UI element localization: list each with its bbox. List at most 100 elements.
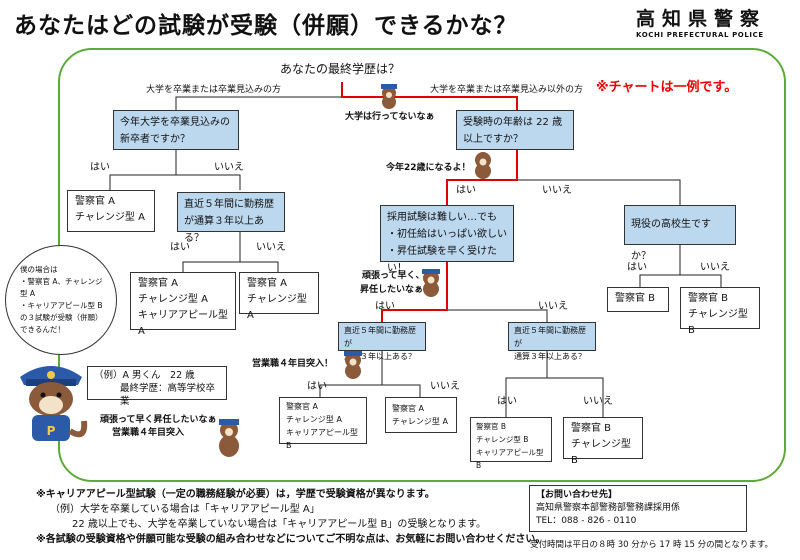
line-b: [176, 174, 241, 190]
speech-bubble: 僕の場合は ・警察官 A、チャレンジ型 A ・キャリアアピール型 B の３試験が…: [5, 245, 117, 355]
line-d: [240, 261, 279, 272]
result-7-line1: 警察官 B: [571, 423, 612, 434]
result-9-line1: 警察官 B: [688, 293, 729, 304]
logo-jp: 高知県警察: [636, 8, 767, 30]
caption-age22: 今年22歳になるよ！: [386, 163, 471, 173]
q-work-right-line1: 直近５年間に勤務歴が: [514, 326, 586, 348]
result-1-line1: 警察官 A: [75, 196, 116, 207]
q-work-history-right: 直近５年間に勤務歴が 通算３年以上ある？: [508, 322, 596, 361]
note-2: （例）大学を卒業している場合は「キャリアアピール型 A」: [50, 504, 320, 515]
q-work-history-mid: 直近５年間に勤務歴が 通算３年以上ある？: [338, 322, 426, 361]
result-4-line1: 警察官 A: [286, 402, 319, 411]
caption-mascot-2: 営業職４年目突入: [112, 428, 185, 438]
result-6-line3: キャリアアピール型 B: [476, 448, 544, 470]
result-9-line2: チャレンジ型 B: [688, 309, 748, 336]
result-5-line1: 警察官 A: [392, 404, 425, 413]
q-highschool: 現役の高校生ですか？: [624, 205, 736, 262]
result-box-9: 警察官 B チャレンジ型 B: [680, 287, 760, 336]
result-4-line2: チャレンジ型 A: [286, 415, 342, 424]
line-g: [680, 274, 722, 287]
result-box-6: 警察官 B チャレンジ型 B キャリアアピール型 B: [470, 417, 552, 470]
otter-mascot-icon: [422, 269, 440, 297]
caption-promotion-2: 昇任したいなぁ！: [360, 285, 433, 295]
caption-work-4yrs: 営業職４年目突入！: [252, 359, 334, 369]
otter-mascot-icon: [381, 84, 397, 109]
note-1: ※キャリアアピール型試験（一定の職務経験が必要）は，学歴で受験資格が異なります。: [36, 489, 435, 500]
bubble-line4: の３試験が受験（併願）: [20, 313, 103, 322]
result-box-3: 警察官 A チャレンジ型 A: [239, 272, 319, 321]
label-yes-2: はい: [170, 242, 190, 253]
footnotes: ※キャリアアピール型試験（一定の職務経験が必要）は，学歴で受験資格が異なります。…: [36, 487, 545, 547]
line-a: [109, 150, 177, 190]
note-3: 22 歳以上でも、大学を卒業していない場合は「キャリアアピール型 B」の受験とな…: [72, 519, 487, 530]
q-work-mid-line2: 通算３年以上ある？: [344, 352, 416, 361]
example-note: ※チャートは一例です。: [596, 80, 738, 95]
logo-en: KOCHI PREFECTURAL POLICE: [636, 31, 764, 39]
caption-no-university: 大学は行ってないなぁ: [345, 112, 435, 122]
result-box-4: 警察官 A チャレンジ型 A キャリアアピール型 B: [279, 397, 367, 450]
otter-mascot-icon: [344, 351, 362, 379]
bubble-line2: ・警察官 A、チャレンジ型 A: [20, 277, 103, 298]
q-work-history-left: 直近５年間に勤務歴が通算３年以上ある？: [177, 192, 285, 244]
caption-mascot-1: 頑張って早く昇任したいなぁ: [100, 415, 217, 425]
result-box-7: 警察官 B チャレンジ型 B: [563, 417, 643, 466]
q-work-right-line2: 通算３年以上ある？: [514, 352, 586, 361]
label-no-2: いいえ: [256, 242, 286, 253]
result-4-line3: キャリアアピール型 B: [286, 428, 358, 450]
page-title: あなたはどの試験が受験（併願）できるかな？: [14, 13, 518, 39]
contact-dept: 高知県警察本部警務部警務課採用係: [536, 503, 681, 513]
q-new-graduate: 今年大学を卒業見込みの新卒者ですか？: [113, 110, 239, 150]
example-line2: 最終学歴：高等学校卒業: [120, 383, 216, 407]
label-yes-6: はい: [307, 381, 327, 392]
label-no-5: いいえ: [538, 301, 568, 312]
q-wish: 採用試験は難しい…でも ・初任給はいっぱい欲しい ・昇任試験を早く受けたい！: [380, 205, 514, 274]
bubble-line1: 僕の場合は: [20, 265, 58, 274]
root-question: あなたの最終学歴は？: [280, 62, 401, 76]
example-line1: （例）A 男くん 22 歳: [94, 370, 195, 381]
contact-tel[interactable]: TEL：088 - 826 - 0110: [536, 516, 637, 526]
result-3-line1: 警察官 A: [247, 278, 288, 289]
contact-hours: 受付時間は平日の８時 30 分から 17 時 15 分の間となります。: [530, 540, 774, 550]
label-no-3: いいえ: [542, 185, 572, 196]
line-e: [517, 179, 681, 205]
red-line-1: [341, 82, 518, 110]
otter-mascot-icon: [475, 152, 491, 179]
line-j: [382, 384, 421, 397]
label-no-4: いいえ: [700, 262, 730, 273]
result-6-line1: 警察官 B: [476, 422, 507, 431]
line-f: [639, 245, 681, 287]
result-2-line1: 警察官 A: [138, 278, 179, 289]
bubble-line5: できるんだ！: [20, 325, 65, 334]
label-yes-3: はい: [456, 185, 476, 196]
line-c: [182, 232, 241, 272]
result-box-8: 警察官 B: [607, 287, 669, 312]
caption-promotion-1: 頑張って早く、: [362, 271, 425, 281]
line-k: [505, 351, 548, 417]
result-1-line2: チャレンジ型 A: [75, 212, 145, 223]
label-no-7: いいえ: [583, 396, 613, 407]
label-yes-1: はい: [90, 162, 110, 173]
line-l: [547, 377, 604, 417]
label-yes-5: はい: [375, 301, 395, 312]
branch-right-label: 大学を卒業または卒業見込み以外の方: [430, 85, 584, 95]
result-3-line2: チャレンジ型 A: [247, 294, 307, 321]
note-4: ※各試験の受験資格や併願可能な受験の組み合わせなどについてご不明な点は、お気軽に…: [36, 534, 546, 545]
label-yes-4: はい: [627, 262, 647, 273]
bubble-line3: ・キャリアアピール型 B: [20, 301, 103, 310]
red-line-3: [381, 262, 448, 322]
contact-heading: 【お問い合わせ先】: [536, 490, 618, 500]
result-6-line2: チャレンジ型 B: [476, 435, 529, 444]
result-5-line2: チャレンジ型 A: [392, 417, 448, 426]
label-yes-7: はい: [497, 396, 517, 407]
line-h: [447, 309, 548, 322]
otter-mascot-icon: [219, 419, 239, 457]
result-7-line2: チャレンジ型 B: [571, 439, 631, 466]
result-box-1: 警察官 A チャレンジ型 A: [67, 190, 155, 232]
example-box: （例）A 男くん 22 歳 最終学歴：高等学校卒業: [87, 366, 227, 407]
svg-text:P: P: [47, 424, 56, 438]
result-2-line2: チャレンジ型 A: [138, 294, 208, 305]
label-no-6: いいえ: [430, 381, 460, 392]
police-logo: 高知県警察 KOCHI PREFECTURAL POLICE: [636, 4, 786, 39]
label-no-1: いいえ: [214, 162, 244, 173]
